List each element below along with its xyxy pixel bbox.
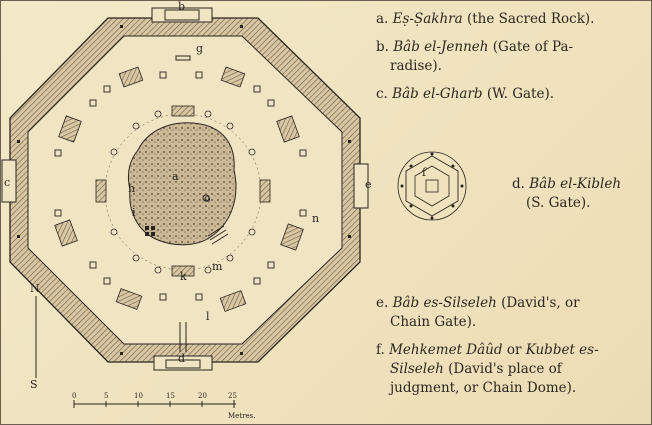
gate-e — [353, 163, 369, 209]
scale-tick: 5 — [104, 392, 108, 400]
legend-d: d. Bâb el-Kibleh (S. Gate). — [512, 175, 647, 213]
scale-bar: 0 5 10 15 20 25 Metres. — [72, 392, 255, 420]
scale-tick: 25 — [228, 392, 237, 400]
label-h: h — [128, 182, 135, 195]
label-b: b — [178, 0, 185, 13]
gate-b — [151, 7, 213, 23]
legend-name: Mehkemet Dâûd — [389, 342, 503, 358]
scale-tick: 10 — [134, 392, 143, 400]
label-d: d — [178, 352, 185, 365]
legend-name: Bâb el-Gharb — [392, 86, 483, 102]
legend-desc: (the Sacred Rock). — [466, 11, 595, 27]
legend-desc: (S. Gate). — [526, 195, 591, 211]
legend-f: f. Mehkemet Dâûd or Kubbet es- Silseleh … — [376, 341, 646, 398]
legend-a: a. Eṣ-Ṣakhra (the Sacred Rock). — [376, 10, 646, 29]
legend-desc: (W. Gate). — [486, 86, 555, 102]
legend-name: Bâb el-Jenneh — [393, 39, 489, 55]
legend-desc: judgment, or Chain Dome). — [390, 380, 577, 396]
outer-piers — [54, 66, 304, 312]
gate-c — [1, 159, 17, 203]
legend-letter: c. — [376, 86, 388, 102]
label-c: c — [4, 176, 10, 189]
label-o: o — [204, 192, 211, 205]
legend-letter: e. — [376, 295, 389, 311]
label-l: l — [206, 310, 210, 323]
label-i: i — [132, 206, 136, 219]
chain-dome-plan — [397, 151, 467, 221]
label-e: e — [365, 178, 372, 191]
label-k: k — [180, 270, 187, 283]
legend-b: b. Bâb el-Jenneh (Gate of Pa- radise). — [376, 38, 646, 76]
legend-name: Silseleh — [390, 361, 444, 377]
label-a: a — [172, 170, 179, 183]
legend-desc: (Gate of Pa- — [492, 39, 574, 55]
legend-letter: f. — [376, 342, 385, 358]
legend-name: Kubbet es- — [525, 342, 599, 358]
label-g: g — [196, 42, 203, 55]
scale-tick: 15 — [166, 392, 175, 400]
scale-unit: Metres. — [228, 412, 255, 420]
legend-c: c. Bâb el-Gharb (W. Gate). — [376, 85, 646, 104]
legend-letter: a. — [376, 11, 389, 27]
north-arrow: N S — [30, 282, 40, 391]
north-label: N — [30, 282, 40, 295]
legend-letter: b. — [376, 39, 389, 55]
legend-desc: radise). — [390, 58, 442, 74]
label-n: n — [312, 212, 319, 225]
legend-name: Eṣ-Ṣakhra — [392, 11, 463, 27]
label-f: f — [422, 166, 427, 179]
scale-tick: 20 — [198, 392, 207, 400]
legend-desc: (David's, or — [501, 295, 580, 311]
sacred-rock — [127, 122, 237, 246]
legend-name: Bâb es-Silseleh — [392, 295, 497, 311]
legend-desc: Chain Gate). — [390, 314, 477, 330]
legend-desc: (David's place of — [448, 361, 562, 377]
legend-letter: d. — [512, 176, 525, 192]
label-m: m — [212, 260, 223, 273]
scale-tick: 0 — [72, 392, 76, 400]
legend-desc: or — [506, 342, 522, 358]
inner-ring — [95, 105, 271, 277]
south-label: S — [30, 378, 38, 391]
legend-e: e. Bâb es-Silseleh (David's, or Chain Ga… — [376, 294, 646, 332]
outer-columns — [54, 71, 307, 301]
legend-name: Bâb el-Kibleh — [529, 176, 622, 192]
